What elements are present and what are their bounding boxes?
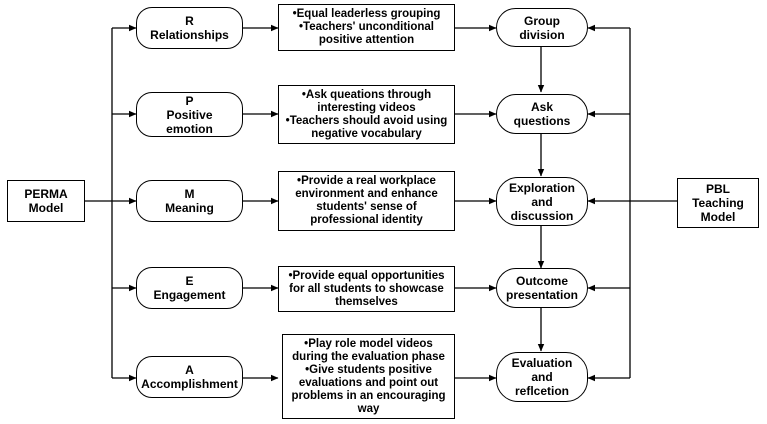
strategy-line: professional identity (310, 214, 423, 226)
perma-name: Accomplishment (141, 377, 238, 391)
pbl-model-box: PBL Teaching Model (677, 178, 759, 228)
perma-letter: R (185, 14, 194, 28)
perma-letter: M (184, 187, 195, 201)
perma-model-box: PERMA Model (7, 180, 85, 222)
strategy-meaning: •Provide a real workplace environment an… (278, 171, 455, 231)
pbl-step-line: Outcome (515, 274, 568, 288)
strategy-line: •Equal leaderless grouping (292, 8, 441, 20)
pbl-step-line: Group (524, 13, 560, 28)
strategy-line: •Play role model videos (304, 337, 433, 350)
pbl-step-evaluation: Evaluation and reflcetion (496, 352, 588, 402)
strategy-line: students' sense of (316, 201, 417, 213)
strategy-line: •Provide a real workplace (297, 175, 436, 187)
strategy-engagement: •Provide equal opportunities for all stu… (278, 266, 455, 312)
perma-name: Engagement (153, 288, 226, 302)
pbl-step-line: presentation (505, 288, 578, 302)
strategy-line: •Provide equal opportunities (288, 269, 445, 282)
perma-letter: E (185, 274, 194, 288)
strategy-line: themselves (335, 295, 398, 308)
perma-name: Relationships (150, 28, 229, 42)
strategy-line: problems in an encouraging (291, 389, 446, 402)
pbl-step-line: Evaluation (511, 356, 573, 370)
strategy-line: •Teachers should avoid using (285, 114, 448, 127)
perma-model-line-2: Model (28, 201, 64, 215)
pbl-step-line: and (531, 370, 553, 384)
pbl-step-group-division: Group division (496, 8, 588, 47)
pbl-step-line: division (519, 27, 565, 42)
strategy-line: positive attention (318, 34, 415, 46)
pbl-step-line: discussion (510, 208, 574, 223)
strategy-line: •Teachers' unconditional (299, 21, 434, 33)
pbl-step-line: Exploration (508, 180, 575, 195)
perma-relationships: R Relationships (136, 7, 243, 49)
strategy-line: evaluations and point out (298, 376, 439, 389)
pbl-model-line-1: PBL (706, 182, 730, 196)
perma-engagement: E Engagement (136, 267, 243, 309)
strategy-line: during the evaluation phase (292, 350, 445, 363)
pbl-step-ask-questions: Ask questions (496, 94, 588, 134)
strategy-relationships: •Equal leaderless grouping •Teachers' un… (278, 4, 455, 51)
perma-meaning: M Meaning (136, 180, 243, 222)
strategy-line: negative vocabulary (311, 127, 422, 140)
pbl-step-line: reflcetion (514, 384, 569, 398)
pbl-step-line: questions (513, 114, 571, 128)
perma-letter: A (185, 363, 194, 377)
pbl-step-line: Ask (530, 100, 553, 114)
perma-name: Meaning (165, 201, 214, 215)
perma-name: Positive emotion (166, 107, 213, 136)
perma-accomplishment: A Accomplishment (136, 356, 243, 398)
pbl-model-line-2: Teaching (692, 196, 744, 210)
perma-model-line-1: PERMA (24, 187, 68, 201)
pbl-step-line: and (531, 194, 553, 209)
perma-letter: P (185, 93, 194, 108)
strategy-accomplishment: •Play role model videos during the evalu… (282, 334, 455, 419)
strategy-line: way (357, 402, 380, 415)
strategy-line: environment and enhance (295, 188, 438, 200)
pbl-step-outcome: Outcome presentation (496, 268, 588, 308)
strategy-line: •Give students positive (305, 363, 432, 376)
strategy-line: for all students to showcase (289, 282, 444, 295)
strategy-positive-emotion: •Ask queations through interesting video… (278, 85, 455, 144)
strategy-line: interesting videos (317, 101, 416, 114)
perma-positive-emotion: P Positive emotion (136, 92, 243, 137)
pbl-step-exploration: Exploration and discussion (496, 177, 588, 226)
strategy-line: •Ask queations through (301, 88, 432, 101)
pbl-model-line-3: Model (700, 210, 736, 224)
